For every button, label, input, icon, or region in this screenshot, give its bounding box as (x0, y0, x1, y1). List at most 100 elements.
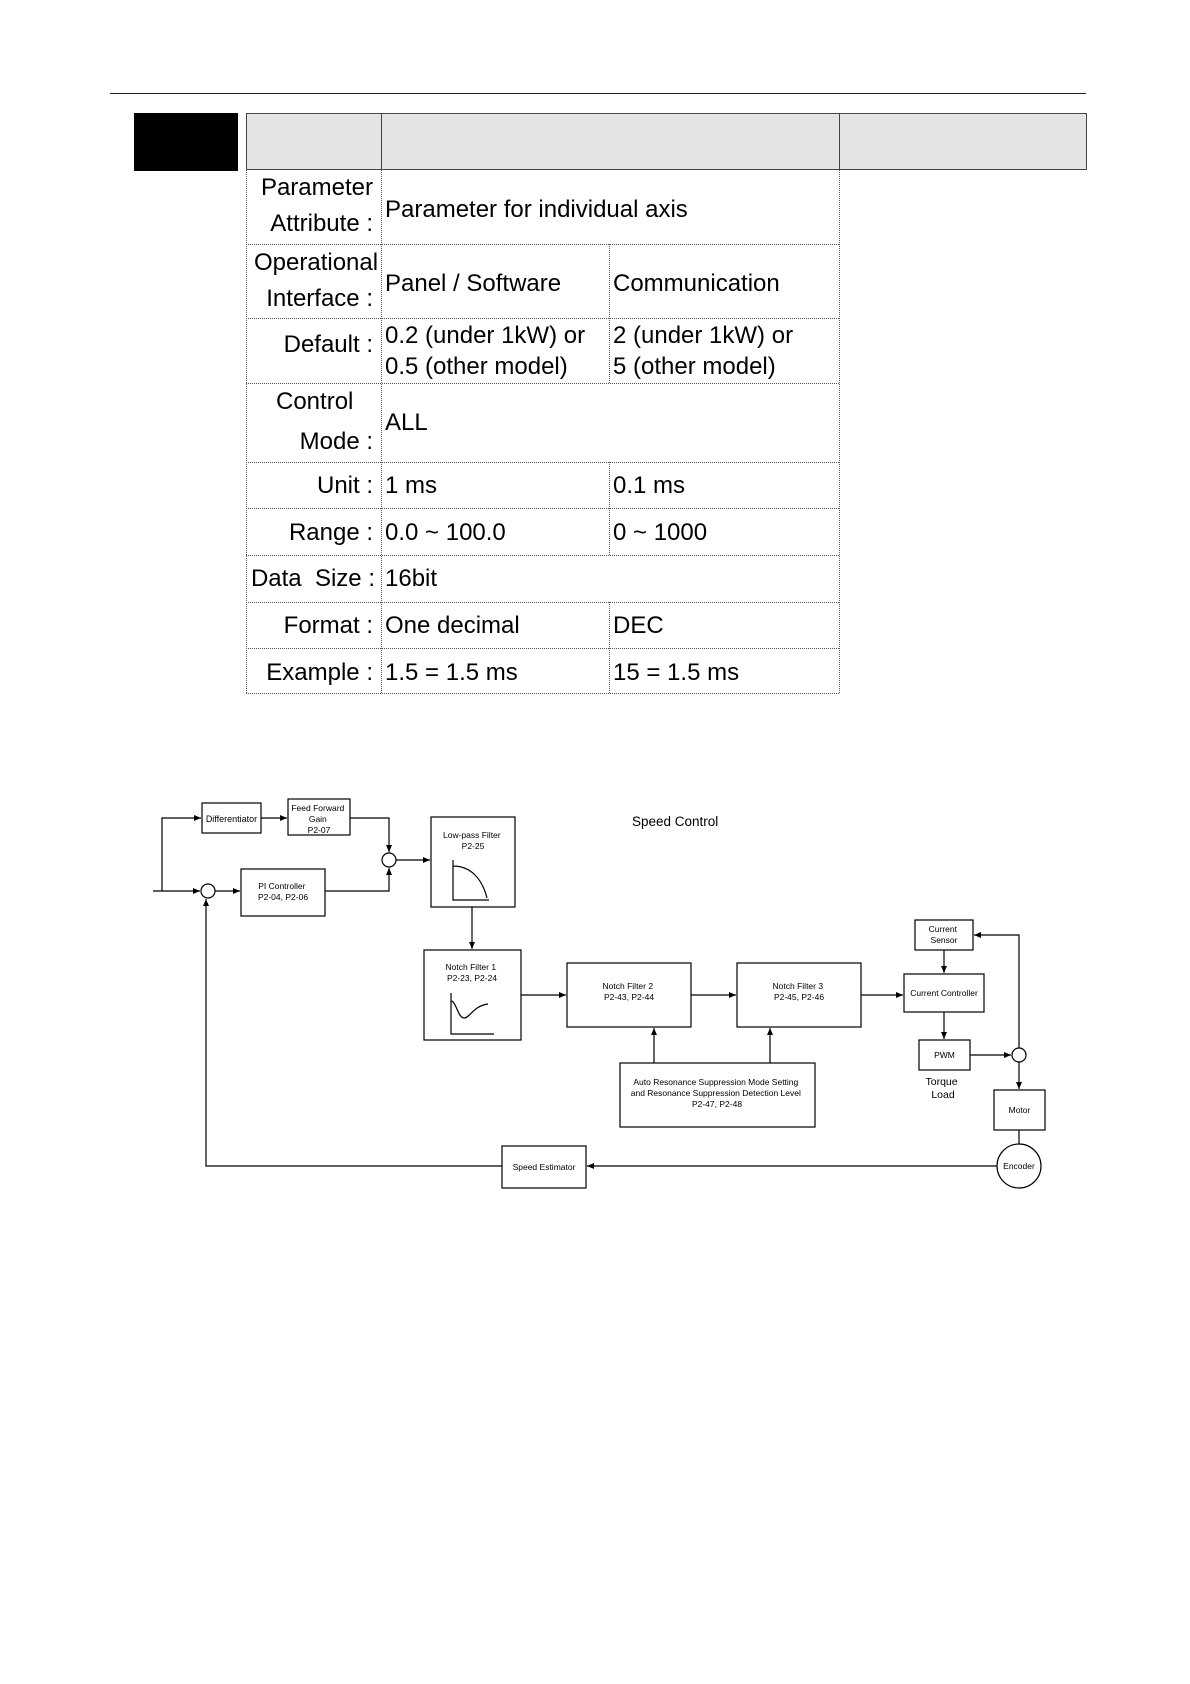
pi-to-sum (325, 868, 392, 892)
value-interface-communication: Communication (613, 270, 780, 297)
branch-to-differentiator (161, 815, 201, 891)
value-line: 0.5 (other model) (385, 353, 568, 380)
feed-forward-line: Gain (309, 814, 327, 824)
notch-filter-2-block (566, 962, 692, 1028)
notch-filter-3-label: Notch Filter 3 P2-45, P2-46 (773, 981, 826, 1002)
auto-resonance-line: P2-47, P2-48 (692, 1099, 742, 1109)
notch-filter-3-line: P2-45, P2-46 (774, 992, 824, 1002)
feed-forward-block (287, 798, 351, 836)
value-format-communication: DEC (613, 612, 664, 639)
value-default-communication: 2 (under 1kW) or 5 (other model) (610, 320, 793, 382)
table-row-line (246, 508, 839, 509)
auto-resonance-block (619, 1062, 816, 1128)
torque-load-line: Load (931, 1089, 955, 1101)
section-tab-marker (134, 113, 238, 171)
current-sensor-block (914, 919, 974, 951)
pi-controller-line: PI Controller (258, 881, 305, 891)
notch-filter-2-line: P2-43, P2-44 (604, 992, 654, 1002)
value-example-panel: 1.5 = 1.5 ms (385, 659, 518, 686)
low-pass-filter-line: P2-25 (462, 841, 485, 851)
estimator-feedback (203, 899, 502, 1167)
current-sensor-line: Sensor (931, 935, 958, 945)
motor-label: Motor (1009, 1105, 1031, 1115)
label-format: Format : (283, 612, 373, 639)
label-line: Control (276, 388, 354, 415)
table-row-line (246, 383, 839, 384)
notch-filter-1-block (423, 949, 522, 1041)
notch-response-icon (450, 993, 494, 1035)
label-operational-interface: Operational Interface : (246, 245, 381, 318)
value-unit-panel: 1 ms (385, 472, 438, 499)
value-format-panel: One decimal (385, 612, 520, 639)
label-line: Mode : (299, 428, 373, 455)
current-sensor-label: Current Sensor (929, 924, 960, 945)
table-row-line (246, 555, 839, 556)
speed-estimator-block (501, 1145, 587, 1189)
feed-forward-label: Feed Forward Gain P2-07 (291, 803, 346, 835)
signal-lines (153, 815, 1022, 1169)
ff-to-sum (350, 817, 392, 852)
notch-filter-3-line: Notch Filter 3 (773, 981, 824, 991)
notch-filter-1-line: Notch Filter 1 (446, 962, 497, 972)
feed-forward-line: Feed Forward (291, 803, 344, 813)
notch-filter-2-line: Notch Filter 2 (603, 981, 654, 991)
low-pass-filter-label: Low-pass Filter P2-25 (443, 830, 503, 851)
label-parameter-attribute: Parameter Attribute : (246, 170, 381, 243)
label-control-mode: Control Mode : (246, 382, 381, 462)
diagram-title: Speed Control (632, 814, 718, 829)
low-pass-filter-block (430, 816, 516, 908)
auto-resonance-line: and Resonance Suppression Detection Leve… (631, 1088, 801, 1098)
label-range: Range : (288, 519, 373, 546)
speed-estimator-label: Speed Estimator (513, 1162, 576, 1172)
junction-to-sensor (974, 932, 1020, 1048)
value-range-panel: 0.0 ~ 100.0 (385, 519, 506, 546)
label-example: Example : (266, 659, 373, 686)
value-line: 0.2 (under 1kW) or (385, 322, 586, 349)
notch-filter-2-label: Notch Filter 2 P2-43, P2-44 (603, 981, 656, 1002)
low-pass-filter-line: Low-pass Filter (443, 830, 501, 840)
feed-forward-line: P2-07 (308, 825, 331, 835)
table-border-right (839, 170, 840, 693)
value-parameter-attribute: Parameter for individual axis (385, 196, 688, 223)
value-unit-communication: 0.1 ms (613, 472, 686, 499)
current-sensor-line: Current (929, 924, 958, 934)
label-unit: Unit : (316, 472, 373, 499)
page-top-rule (110, 93, 1086, 94)
value-interface-panel: Panel / Software (385, 270, 562, 297)
label-line: Interface : (266, 285, 373, 312)
torque-summing-junction (1011, 1047, 1027, 1063)
value-default-panel: 0.2 (under 1kW) or 0.5 (other model) (382, 320, 585, 382)
label-default: Default : (283, 331, 373, 358)
value-line: 2 (under 1kW) or (613, 322, 794, 349)
value-example-communication: 15 = 1.5 ms (613, 659, 740, 686)
table-row-line (246, 244, 839, 245)
table-header-cell-3 (839, 113, 1087, 170)
torque-load-line: Torque (925, 1076, 957, 1088)
motor-block (993, 1089, 1046, 1131)
encoder-label: Encoder (1003, 1161, 1035, 1171)
auto-resonance-line: Auto Resonance Suppression Mode Setting (633, 1077, 798, 1087)
table-row-line (246, 648, 839, 649)
low-pass-response-icon (452, 860, 489, 901)
table-row-line (246, 693, 839, 694)
differentiator-label: Differentiator (206, 814, 257, 824)
table-divider-col (609, 244, 610, 383)
auto-resonance-label: Auto Resonance Suppression Mode Setting … (631, 1077, 804, 1109)
table-divider-label (381, 170, 382, 693)
label-line: Parameter (260, 174, 373, 201)
value-range-communication: 0 ~ 1000 (613, 519, 708, 546)
table-row-line (246, 462, 839, 463)
label-line: Attribute : (270, 210, 373, 237)
torque-load-label: Torque Load (925, 1076, 960, 1101)
differentiator-block (201, 802, 262, 834)
current-controller-label: Current Controller (910, 988, 978, 998)
label-line: Operational (254, 249, 379, 276)
notch-filter-1-label: Notch Filter 1 P2-23, P2-24 (446, 962, 499, 983)
table-row-line (246, 318, 839, 319)
summing-junction-input (200, 883, 216, 899)
value-line: 5 (other model) (613, 353, 776, 380)
value-data-size: 16bit (385, 565, 438, 592)
pi-controller-line: P2-04, P2-06 (258, 892, 308, 902)
notch-filter-1-line: P2-23, P2-24 (447, 973, 497, 983)
